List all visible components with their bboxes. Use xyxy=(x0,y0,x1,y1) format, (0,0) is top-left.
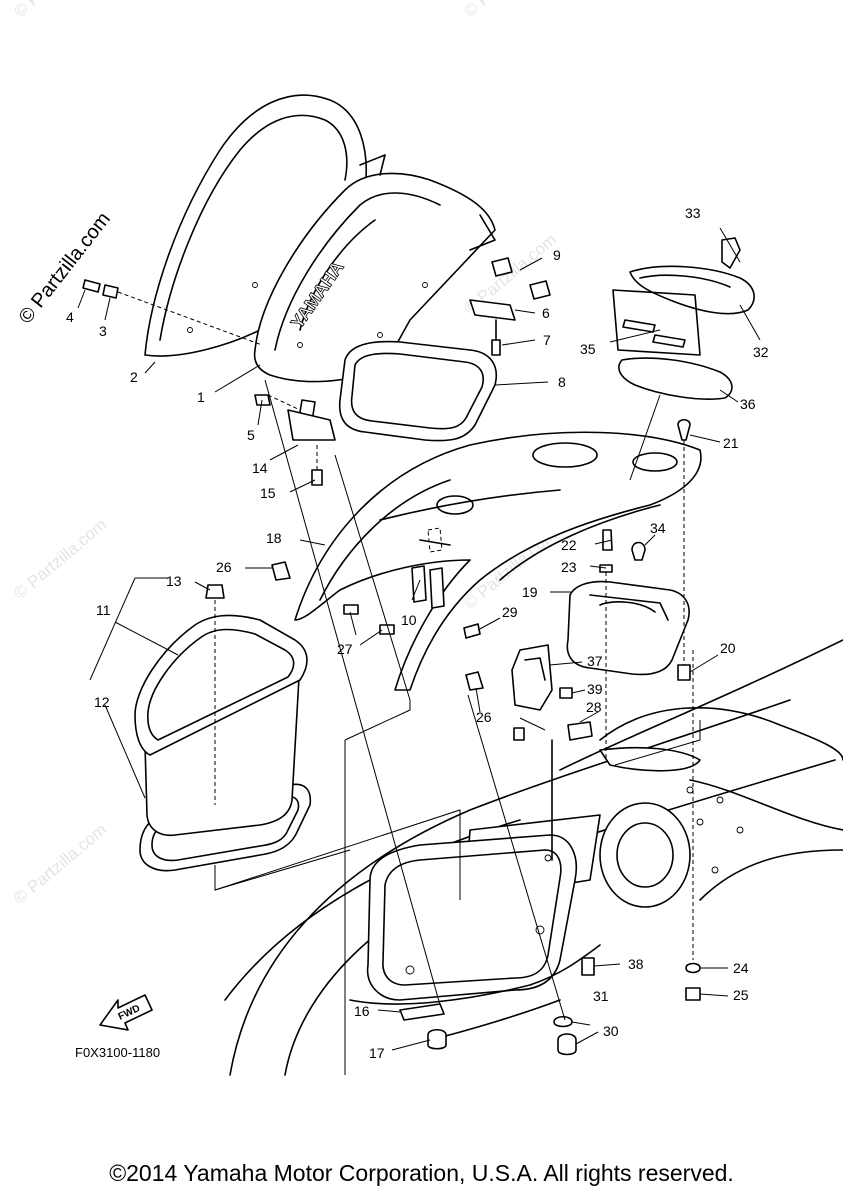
pin-part xyxy=(622,319,656,333)
callout-35: 35 xyxy=(580,341,596,357)
grommet-part xyxy=(557,1033,577,1056)
callout-21: 21 xyxy=(723,435,739,451)
washer-part xyxy=(599,564,613,573)
callout-4: 4 xyxy=(66,309,74,325)
clip-part xyxy=(491,257,513,277)
callout-23: 23 xyxy=(561,559,577,575)
callout-26: 26 xyxy=(216,559,232,575)
copyright-notice: ©2014 Yamaha Motor Corporation, U.S.A. A… xyxy=(109,1160,734,1186)
callout-31: 31 xyxy=(593,988,609,1004)
bolt-part xyxy=(677,664,691,681)
plate-part xyxy=(399,1003,445,1021)
callout-24: 24 xyxy=(733,960,749,976)
callout-1: 1 xyxy=(197,389,205,405)
hull-deck xyxy=(224,639,843,1076)
callout-6: 6 xyxy=(542,305,550,321)
screw-part xyxy=(677,418,691,441)
clip-part xyxy=(529,280,551,300)
clip-part xyxy=(465,671,484,691)
callout-13: 13 xyxy=(166,573,182,589)
pin-part xyxy=(652,334,686,348)
callout-32: 32 xyxy=(753,344,769,360)
bolt-part xyxy=(631,541,646,561)
callout-labels: 1 2 3 4 5 6 7 8 9 10 11 12 13 14 15 16 1… xyxy=(66,205,769,1061)
figure-code: F0X3100-1180 xyxy=(75,1045,160,1060)
washer-part xyxy=(553,1015,573,1028)
meter-housing xyxy=(566,418,691,760)
callout-36: 36 xyxy=(740,396,756,412)
partzilla-logo: © Partzilla.com xyxy=(15,208,115,328)
callout-12: 12 xyxy=(94,694,110,710)
tape-part xyxy=(411,565,427,603)
hatch-seal xyxy=(338,340,497,442)
bracket-part xyxy=(469,299,516,321)
callout-29: 29 xyxy=(502,604,518,620)
storage-lid-assembly xyxy=(612,237,755,481)
callout-11: 11 xyxy=(96,602,111,618)
callout-30: 30 xyxy=(603,1023,619,1039)
front-hood-assembly: YAMAHA xyxy=(144,94,496,383)
bolt-part xyxy=(311,469,323,486)
callout-14: 14 xyxy=(252,460,268,476)
callout-37: 37 xyxy=(587,653,603,669)
callout-39: 39 xyxy=(587,681,603,697)
callout-33: 33 xyxy=(685,205,701,221)
nut-part xyxy=(254,394,271,406)
watermark-text: © Partzilla.com xyxy=(10,820,110,908)
nut-part xyxy=(685,987,701,1001)
screw-part xyxy=(602,529,613,551)
washer-part xyxy=(102,284,119,299)
washer-part xyxy=(685,962,701,974)
leader-lines xyxy=(77,227,761,1075)
callout-34: 34 xyxy=(650,520,666,536)
callout-17: 17 xyxy=(369,1045,385,1061)
screw-part xyxy=(82,279,101,293)
callout-27: 27 xyxy=(337,641,353,657)
tape-part xyxy=(429,567,445,609)
bolt-part xyxy=(343,604,359,615)
callout-7: 7 xyxy=(543,332,551,348)
callout-2: 2 xyxy=(130,369,138,385)
callout-3: 3 xyxy=(99,323,107,339)
screw-part xyxy=(463,623,481,639)
callout-38: 38 xyxy=(628,956,644,972)
callout-19: 19 xyxy=(522,584,538,600)
callout-10: 10 xyxy=(401,612,417,628)
rear-deck-panel xyxy=(294,431,702,691)
watermark-text: © Partzilla.com xyxy=(10,515,110,603)
callout-5: 5 xyxy=(247,427,255,443)
watermark-text: © Partzilla.com xyxy=(460,0,560,21)
callout-28: 28 xyxy=(586,699,602,715)
callout-22: 22 xyxy=(561,537,577,553)
callout-20: 20 xyxy=(720,640,736,656)
callout-25: 25 xyxy=(733,987,749,1003)
grommet-part xyxy=(427,1028,447,1050)
watermark-text: © Partzilla.com xyxy=(10,0,110,21)
forward-arrow-icon: FWD xyxy=(99,994,153,1031)
callout-18: 18 xyxy=(266,530,282,546)
bolt-part xyxy=(581,957,595,976)
bolt-part xyxy=(491,339,501,356)
callout-8: 8 xyxy=(558,374,566,390)
latch-assembly xyxy=(511,644,593,861)
storage-bucket xyxy=(134,584,312,872)
clip-part xyxy=(271,561,291,581)
screw-part xyxy=(513,727,525,741)
callout-9: 9 xyxy=(553,247,561,263)
hinge-part xyxy=(287,409,336,441)
callout-15: 15 xyxy=(260,485,276,501)
callout-16: 16 xyxy=(354,1003,370,1019)
callout-26: 26 xyxy=(476,709,492,725)
plug-part xyxy=(205,584,225,599)
